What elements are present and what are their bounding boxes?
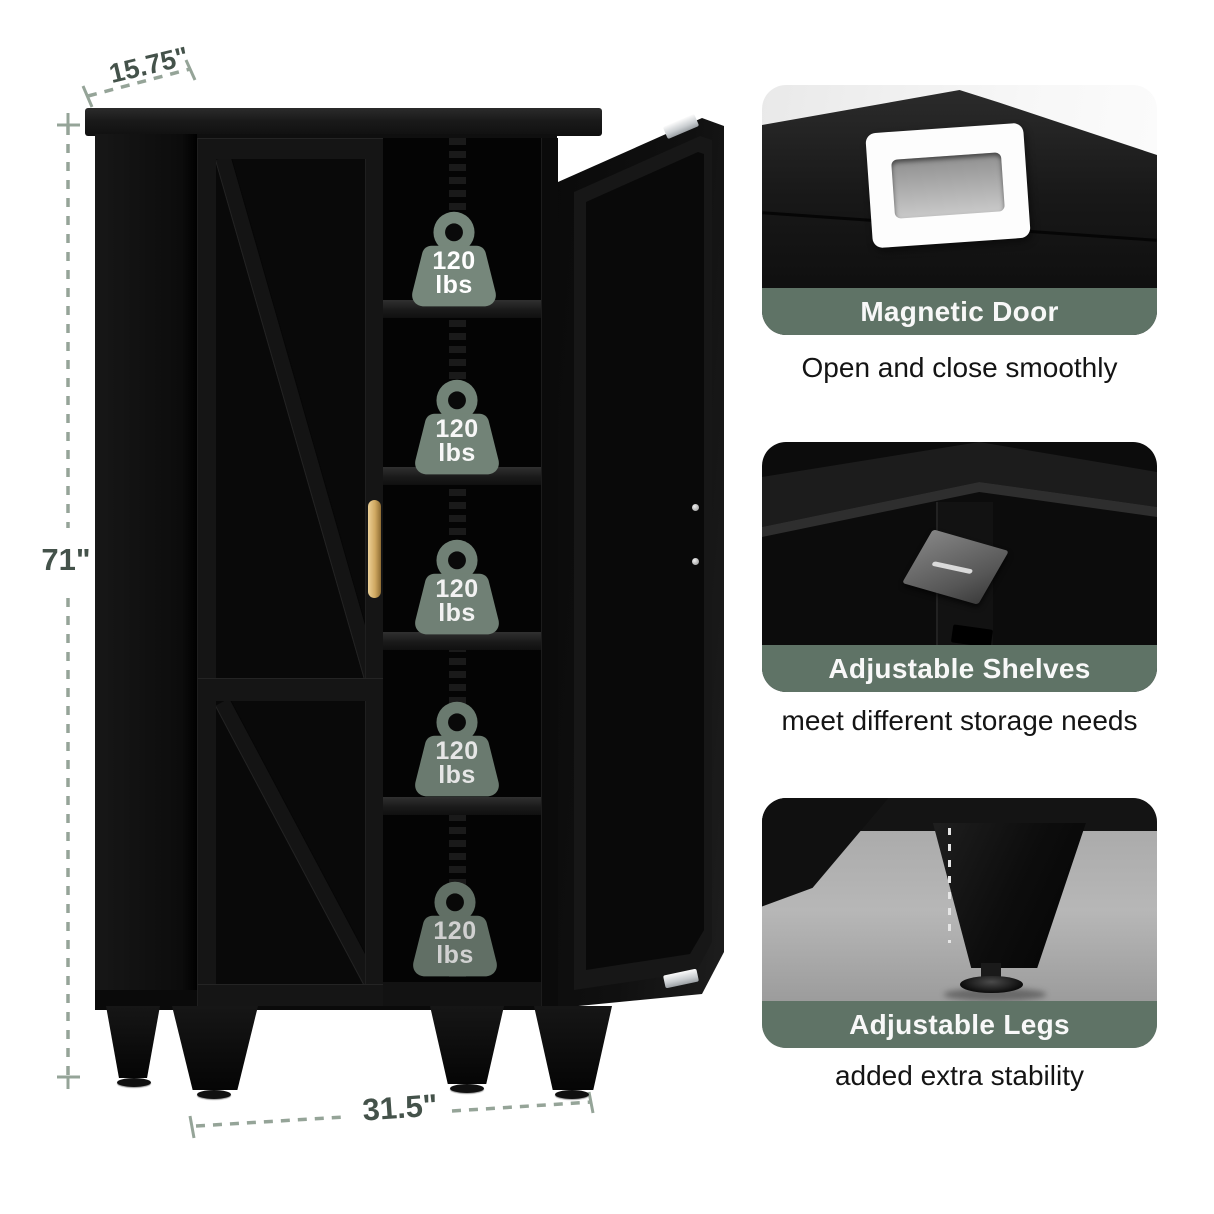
cabinet-leg: [534, 1006, 612, 1090]
leveling-foot: [555, 1090, 589, 1099]
closed-barn-door: [197, 138, 383, 1006]
feature-caption: added extra stability: [834, 1060, 1085, 1091]
cabinet-leg: [430, 1006, 504, 1084]
feature-banner: Adjustable Shelves: [762, 645, 1157, 692]
feature-banner: Adjustable Legs: [762, 1001, 1157, 1048]
bottom-width-dimension-label: 31.5": [361, 1087, 439, 1128]
door-screw: [692, 504, 699, 511]
height-dimension-label: 71": [41, 542, 91, 577]
leveling-foot: [450, 1084, 484, 1093]
adjustable-foot: [959, 975, 1023, 993]
door-screw: [692, 558, 699, 565]
leveling-foot: [117, 1078, 151, 1087]
feature-title: Magnetic Door: [860, 295, 1059, 327]
feature-caption: meet different storage needs: [781, 705, 1138, 736]
gold-door-handle: [368, 500, 381, 598]
cabinet-side-panel: [95, 134, 197, 1010]
cabinet-top-cap: [85, 108, 602, 136]
magnetic-door-photo: Magnetic Door: [762, 85, 1157, 335]
adjustable-shelves-photo: Adjustable Shelves: [762, 442, 1157, 692]
open-door-inner-panel: [586, 152, 704, 970]
cabinet-leg: [172, 1006, 258, 1090]
feature-title: Adjustable Legs: [849, 1008, 1070, 1040]
cabinet-leg: [106, 1006, 160, 1078]
shelf: [383, 632, 541, 650]
barn-door-diagonal-brace: [215, 155, 380, 679]
feature-caption: Open and close smoothly: [801, 352, 1118, 383]
shelf: [383, 797, 541, 815]
adjustable-legs-photo: Adjustable Legs: [762, 798, 1157, 1048]
top-width-dimension-label: 15.75": [106, 41, 192, 89]
magnetic-catch-plate: [864, 122, 1031, 248]
feature-banner: Magnetic Door: [762, 288, 1157, 335]
door-hinge-stile: [541, 138, 558, 1006]
barn-door-diagonal-brace: [215, 698, 379, 986]
open-door: [552, 106, 730, 1016]
leveling-foot: [197, 1090, 231, 1099]
cabinet-leg-closeup: [932, 823, 1086, 968]
feature-title: Adjustable Shelves: [828, 652, 1091, 684]
